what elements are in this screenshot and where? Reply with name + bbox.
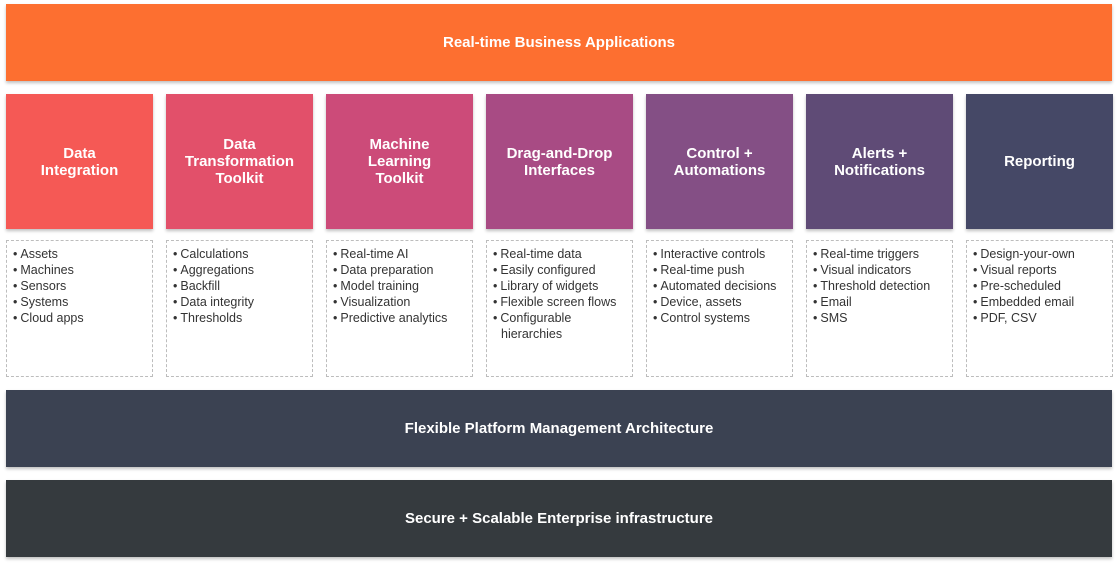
column-header: Machine Learning Toolkit (326, 94, 473, 229)
feature-item: Calculations (173, 246, 308, 262)
column-control-automations: Control + AutomationsInteractive control… (646, 94, 793, 377)
feature-item: Thresholds (173, 310, 308, 326)
feature-item: Configurable hierarchies (493, 310, 628, 342)
feature-item: Systems (13, 294, 148, 310)
column-header: Data Integration (6, 94, 153, 229)
feature-item: Threshold detection (813, 278, 948, 294)
feature-item: Data preparation (333, 262, 468, 278)
feature-item: Visualization (333, 294, 468, 310)
column-reporting: ReportingDesign-your-ownVisual reportsPr… (966, 94, 1113, 377)
column-header: Drag-and-Drop Interfaces (486, 94, 633, 229)
feature-item: Real-time AI (333, 246, 468, 262)
column-drag-and-drop: Drag-and-Drop InterfacesReal-time dataEa… (486, 94, 633, 377)
feature-item: Sensors (13, 278, 148, 294)
feature-item: Visual indicators (813, 262, 948, 278)
feature-item: Cloud apps (13, 310, 148, 326)
feature-item: Interactive controls (653, 246, 788, 262)
column-machine-learning: Machine Learning ToolkitReal-time AIData… (326, 94, 473, 377)
column-feature-list: Real-time triggersVisual indicatorsThres… (806, 240, 953, 377)
middle-band-platform-management: Flexible Platform Management Architectur… (6, 390, 1112, 467)
feature-item: Email (813, 294, 948, 310)
column-header: Data Transformation Toolkit (166, 94, 313, 229)
column-feature-list: Design-your-ownVisual reportsPre-schedul… (966, 240, 1113, 377)
column-header: Reporting (966, 94, 1113, 229)
feature-item: Pre-scheduled (973, 278, 1108, 294)
feature-item: Real-time push (653, 262, 788, 278)
column-feature-list: CalculationsAggregationsBackfillData int… (166, 240, 313, 377)
feature-item: Library of widgets (493, 278, 628, 294)
feature-item: Machines (13, 262, 148, 278)
feature-item: Control systems (653, 310, 788, 326)
column-header: Control + Automations (646, 94, 793, 229)
feature-item: Embedded email (973, 294, 1108, 310)
column-feature-list: Interactive controlsReal-time pushAutoma… (646, 240, 793, 377)
feature-item: Flexible screen flows (493, 294, 628, 310)
top-band-label: Real-time Business Applications (442, 34, 675, 51)
column-data-transformation: Data Transformation ToolkitCalculationsA… (166, 94, 313, 377)
column-feature-list: Real-time dataEasily configuredLibrary o… (486, 240, 633, 377)
feature-item: Real-time data (493, 246, 628, 262)
feature-item: Data integrity (173, 294, 308, 310)
feature-item: Predictive analytics (333, 310, 468, 326)
middle-band-label: Flexible Platform Management Architectur… (404, 420, 714, 437)
feature-item: Device, assets (653, 294, 788, 310)
feature-item: Visual reports (973, 262, 1108, 278)
feature-item: Easily configured (493, 262, 628, 278)
feature-item: Assets (13, 246, 148, 262)
feature-item: Automated decisions (653, 278, 788, 294)
feature-item: Aggregations (173, 262, 308, 278)
column-feature-list: Real-time AIData preparationModel traini… (326, 240, 473, 377)
column-feature-list: AssetsMachinesSensorsSystemsCloud apps (6, 240, 153, 377)
feature-item: Model training (333, 278, 468, 294)
column-header: Alerts + Notifications (806, 94, 953, 229)
column-alerts-notifications: Alerts + NotificationsReal-time triggers… (806, 94, 953, 377)
feature-item: SMS (813, 310, 948, 326)
top-band-business-applications: Real-time Business Applications (6, 4, 1112, 81)
feature-item: Design-your-own (973, 246, 1108, 262)
bottom-band-label: Secure + Scalable Enterprise infrastruct… (404, 510, 714, 527)
feature-item: Real-time triggers (813, 246, 948, 262)
column-data-integration: Data IntegrationAssetsMachinesSensorsSys… (6, 94, 153, 377)
bottom-band-infrastructure: Secure + Scalable Enterprise infrastruct… (6, 480, 1112, 557)
feature-item: Backfill (173, 278, 308, 294)
feature-item: PDF, CSV (973, 310, 1108, 326)
